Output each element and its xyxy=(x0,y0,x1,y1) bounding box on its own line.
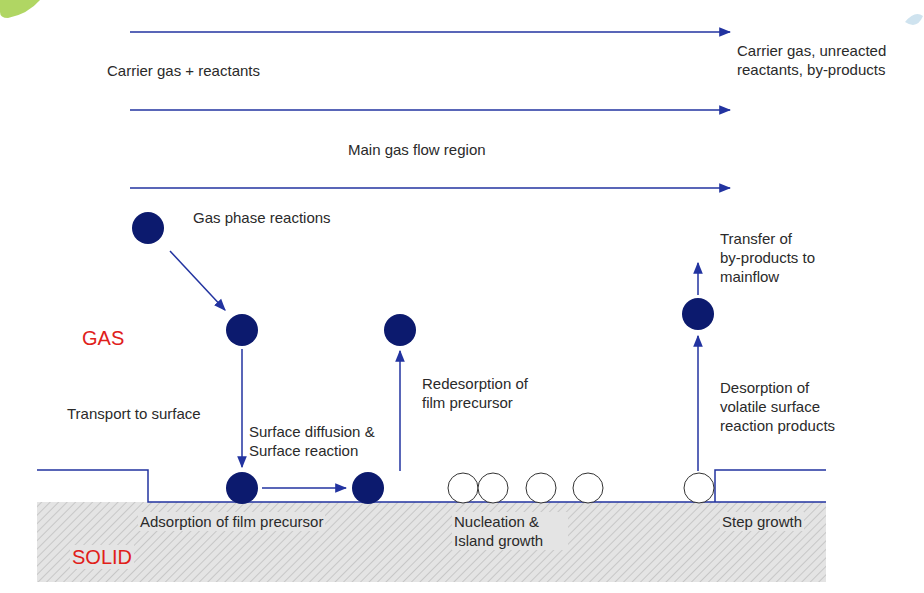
corner-leaf xyxy=(0,0,40,18)
surface-steps xyxy=(37,470,826,502)
process-label: Main gas flow region xyxy=(348,140,486,159)
process-label: Desorption of volatile surface reaction … xyxy=(720,378,848,435)
process-label: Carrier gas + reactants xyxy=(107,61,260,80)
process-arrows xyxy=(170,251,698,488)
corner-leaf xyxy=(905,14,923,25)
process-label: Gas phase reactions xyxy=(193,208,331,227)
process-label: Transfer of by-products to mainflow xyxy=(720,229,816,286)
process-label: Transport to surface xyxy=(67,404,201,423)
process-label: Nucleation & Island growth xyxy=(452,512,568,550)
process-label: Step growth xyxy=(720,512,804,531)
solid-substrate xyxy=(37,502,826,582)
film-atoms xyxy=(448,473,714,503)
region-label: SOLID xyxy=(70,545,134,569)
flow-arrows xyxy=(130,32,730,188)
process-label: Carrier gas, unreacted reactants, by-pro… xyxy=(737,41,889,79)
process-label: Redesorption of film precursor xyxy=(422,374,554,412)
precursor-molecules xyxy=(132,212,714,504)
process-label: Adsorption of film precursor xyxy=(138,512,325,531)
process-label: Surface diffusion & Surface reaction xyxy=(249,422,409,460)
region-label: GAS xyxy=(82,326,124,350)
